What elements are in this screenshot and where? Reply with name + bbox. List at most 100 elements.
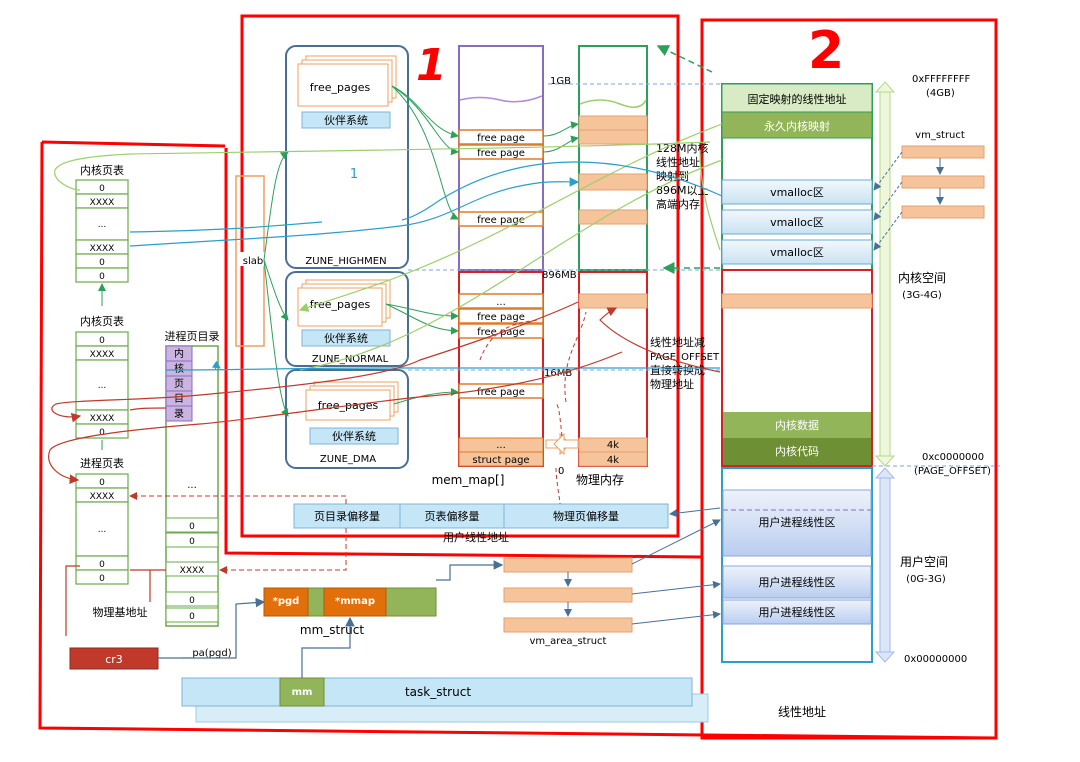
task-struct-label: task_struct xyxy=(405,685,471,699)
addr-top-label: 0xFFFFFFFF xyxy=(912,74,971,85)
free-page-label: free page xyxy=(477,133,525,144)
mem-map-title: mem_map[] xyxy=(432,473,505,487)
page-table-value: ... xyxy=(98,525,107,535)
user-space-label: 用户空间 xyxy=(900,554,948,569)
addr-bot-label: 0x00000000 xyxy=(904,654,967,665)
dir-offset-label: 页目录偏移量 xyxy=(314,509,380,523)
zone-label: ZUNE_NORMAL xyxy=(312,354,389,365)
buddy-system-label: 伙伴系统 xyxy=(324,114,368,127)
svg-text:PAGE_OFFSET: PAGE_OFFSET xyxy=(650,352,720,363)
buddy-system-label: 伙伴系统 xyxy=(324,332,368,345)
pgdir-user-entry xyxy=(165,532,219,548)
buddy-system-label: 伙伴系统 xyxy=(332,430,376,443)
mm-field: mm xyxy=(292,687,313,698)
page-4k-label: 4k xyxy=(607,455,619,466)
page-table-value: 0 xyxy=(99,258,105,268)
page-table-value: 0 xyxy=(99,428,105,438)
vm-struct-label: vm_struct xyxy=(915,130,965,141)
phys-0-label: 0 xyxy=(558,466,564,477)
mem-map-dots: ... xyxy=(496,440,506,451)
pgdir-kernel-char: 内 xyxy=(174,347,184,360)
page-table-value: XXXX xyxy=(90,198,115,208)
free-pages-label: free_pages xyxy=(310,298,371,311)
free-page-label: free page xyxy=(477,148,525,159)
svg-text:896M以上: 896M以上 xyxy=(656,184,709,197)
svg-text:高端内存: 高端内存 xyxy=(656,197,700,211)
addr-top-sub-label: (4GB) xyxy=(926,88,955,99)
vmalloc-label: vmalloc区 xyxy=(770,186,824,199)
page-table-entry xyxy=(75,207,129,241)
pgdir-user-entry xyxy=(165,591,219,607)
kernel-code-label: 内核代码 xyxy=(775,444,819,458)
free-page-label: free page xyxy=(477,387,525,398)
pgdir-kernel-char: 页 xyxy=(174,378,184,390)
pgdir-user-entry xyxy=(165,607,219,623)
vm-struct-list: vm_struct xyxy=(873,130,985,251)
free-page-entry xyxy=(458,129,544,145)
addr-mid-label: 0xc0000000 xyxy=(922,452,984,463)
kernel-space-sub-label: (3G-4G) xyxy=(902,290,942,301)
page-table-value: XXXX xyxy=(90,492,115,502)
free-page-entry xyxy=(458,211,544,227)
kernel-page-table-title: 内核页表 xyxy=(80,163,124,177)
user-linear-caption: 用户线性地址 xyxy=(443,530,509,544)
vm-area-struct-list: vm_area_struct xyxy=(503,557,633,647)
page-table-entry xyxy=(75,501,129,557)
page-table-value: 0 xyxy=(99,272,105,282)
vm-area-struct-label: vm_area_struct xyxy=(530,636,607,647)
pgdir-kernel-char: 录 xyxy=(174,408,184,420)
addr-mid-sub-label: (PAGE_OFFSET) xyxy=(914,466,991,477)
page-table-value: 0 xyxy=(99,184,105,194)
struct-page-label: struct page xyxy=(472,455,529,466)
pgdir-kernel-entry xyxy=(165,405,193,422)
connector-lines xyxy=(48,45,1000,678)
linear-address-offsets: 页目录偏移量 页表偏移量 物理页偏移量 用户线性地址 xyxy=(293,503,669,544)
page-offset-label: 物理页偏移量 xyxy=(553,509,619,523)
pgdir-kernel-char: 目 xyxy=(174,394,184,405)
frame-2 xyxy=(700,18,998,740)
pgdir-value: XXXX xyxy=(180,566,205,576)
zone-label: ZUNE_DMA xyxy=(320,454,376,465)
phys-base-label: 物理基地址 xyxy=(93,605,148,619)
pgdir-value: 0 xyxy=(189,537,195,547)
pgd-field: *pgd xyxy=(273,596,300,607)
linear-address-column: 固定映射的线性地址 永久内核映射 vmalloc区 vmalloc区 vmall… xyxy=(721,83,873,719)
annotation-1: 1 xyxy=(416,40,447,91)
page-table-value: XXXX xyxy=(90,414,115,424)
user-region-label: 用户进程线性区 xyxy=(759,575,836,589)
annotation-2: 2 xyxy=(808,21,844,81)
fixed-map-label: 固定映射的线性地址 xyxy=(748,92,847,106)
pgdir-value: 0 xyxy=(189,612,195,622)
page-table-value: 0 xyxy=(99,478,105,488)
mmap-field: *mmap xyxy=(335,596,375,607)
frame-outer xyxy=(38,140,997,740)
mem-map-dots: ... xyxy=(496,297,506,308)
free-page-label: free page xyxy=(477,215,525,226)
free-page-label: free page xyxy=(477,312,525,323)
pgdir-value: 0 xyxy=(189,596,195,606)
page-table-entry xyxy=(75,569,129,585)
pgdir-kernel-char: 核 xyxy=(174,362,184,375)
page-table-entry xyxy=(75,267,129,283)
phys-mem-title: 物理内存 xyxy=(576,473,624,487)
table-offset-label: 页表偏移量 xyxy=(425,509,480,523)
pgdir-user-entry xyxy=(165,561,219,577)
space-range-bars xyxy=(874,81,896,663)
kernel-page-table-title: 内核页表 xyxy=(80,314,124,328)
phys-896mb-label: 896MB xyxy=(542,270,577,281)
slab-label: slab xyxy=(243,256,263,267)
zone-highmem: free_pages 伙伴系统 1 ZUNE_HIGHMEN xyxy=(285,45,409,269)
page-table-value: ... xyxy=(98,381,107,391)
mid-one-label: 1 xyxy=(350,167,358,182)
page-table-value: 0 xyxy=(99,574,105,584)
pgdir-user-entry xyxy=(165,517,219,533)
process-page-table-title: 进程页表 xyxy=(80,456,124,470)
permanent-map-label: 永久内核映射 xyxy=(764,119,830,133)
kernel-space-label: 内核空间 xyxy=(898,271,946,285)
user-space-sub-label: (0G-3G) xyxy=(906,574,946,585)
page-table-value: XXXX xyxy=(90,244,115,254)
